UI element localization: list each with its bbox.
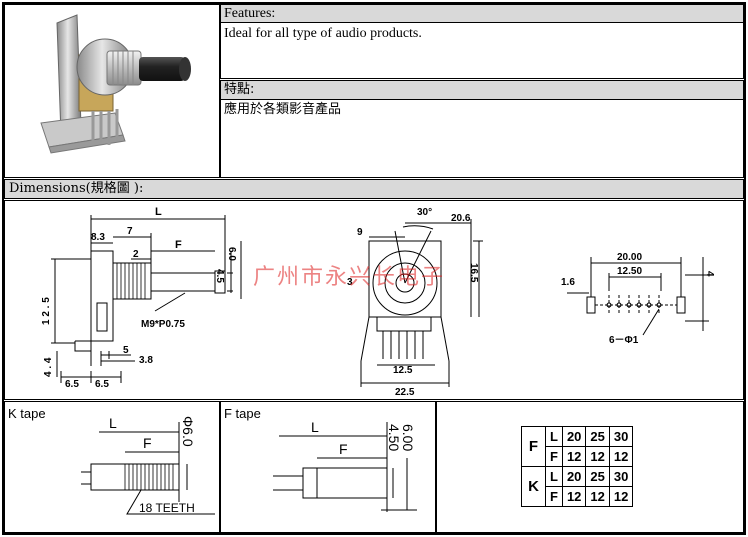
product-photo-cell [4,4,220,178]
front-dim-angle: 30° [417,207,432,218]
spec-cell: 20 [561,426,587,447]
front-view: 30° 20.6 9 3 16.5 12.5 22.5 [347,207,483,398]
pcb-dim-holes: 6－Φ1 [609,335,639,346]
k-tape-dia: Φ6.0 [180,416,196,447]
side-dim-7: 7 [127,226,133,237]
spec-cell: 12 [608,486,634,507]
potentiometer-photo [40,14,191,154]
side-dim-f: F [175,239,182,251]
spec-group-k: K [521,466,546,507]
spec-cell: 25 [585,426,610,447]
f-tape-6-00: 6.00 [400,424,416,451]
side-dim-6-5b: 6.5 [95,379,109,390]
side-dim-8-3: 8.3 [91,232,105,243]
side-dim-3-8: 3.8 [139,355,153,366]
spec-cell: 30 [608,426,634,447]
k-tape-f: F [143,435,152,451]
front-dim-20-6: 20.6 [451,213,471,224]
f-tape-drawing: L F 4.50 6.00 [273,419,417,512]
f-tape-4-50: 4.50 [386,424,402,451]
features-heading: Features: [221,5,743,23]
spec-cell: F [545,446,563,467]
spec-cell: 12 [585,446,610,467]
side-dim-12-5: 1 2 . 5 [41,297,52,325]
spec-table: F L 20 25 30 F 12 12 12 K L 20 25 30 F 1… [521,426,634,507]
side-dim-l: L [155,206,162,218]
f-tape-label: F tape [224,406,261,421]
spec-cell: 12 [561,486,587,507]
f-tape-f: F [339,441,348,457]
spec-cell: F [545,486,563,507]
k-tape-drawing: L F Φ6.0 18 TEETH [81,415,215,515]
pcb-dim-12-50: 12.50 [617,266,642,277]
front-dim-3: 3 [347,277,353,288]
features-text: Ideal for all type of audio products. [224,26,422,41]
k-tape-l: L [109,415,117,431]
dimensions-heading: Dimensions(規格圖 ): [4,179,744,199]
k-tape-label: K tape [8,406,46,421]
watermark: 广州市永兴长电子 [253,265,446,290]
side-dim-thread: M9*P0.75 [141,319,185,330]
spec-cell: L [545,426,563,447]
spec-table-cell: F L 20 25 30 F 12 12 12 K L 20 25 30 F 1… [436,401,744,533]
spec-cell: 25 [585,466,610,487]
side-dim-6-5a: 6.5 [65,379,79,390]
spec-cell: 30 [608,466,634,487]
k-tape-teeth: 18 TEETH [139,501,195,515]
side-dim-2: 2 [133,249,139,260]
front-dim-9: 9 [357,227,363,238]
table-row: K L 20 25 30 [521,466,634,507]
side-dim-6-0: 6.0 [226,247,237,261]
spec-cell: 12 [585,486,610,507]
side-dim-4-5: 4.5 [214,269,225,283]
pcb-dim-4: 4 [704,271,715,277]
k-tape-cell: K tape L F Φ6.0 18 TEETH [4,401,220,533]
f-tape-l: L [311,419,319,435]
spec-cell: 12 [608,446,634,467]
features-cell: Features: Ideal for all type of audio pr… [220,4,744,79]
spec-cell: 12 [561,446,587,467]
table-row: F 12 12 12 [522,486,634,507]
table-row: F L 20 25 30 [521,426,634,467]
side-dim-5: 5 [123,345,129,356]
side-dim-4-4: 4 . 4 [43,357,54,377]
front-dim-22-5: 22.5 [395,387,415,398]
front-dim-12-5: 12.5 [393,365,413,376]
spec-cell: 20 [561,466,587,487]
features-cn-text: 應用於各類影音產品 [224,102,342,117]
pcb-dim-20-00: 20.00 [617,252,642,263]
front-dim-16-5: 16.5 [468,263,479,283]
side-view: L 8.3 7 2 F 4.5 6.0 1 2 . 5 [41,206,242,390]
pcb-view: 20.00 12.50 1.6 4 6－Φ1 [561,252,715,346]
spec-cell: L [545,466,563,487]
spec-group-f: F [521,426,546,467]
features-cn-cell: 特點: 應用於各類影音產品 [220,80,744,178]
pcb-dim-1-6: 1.6 [561,277,575,288]
f-tape-cell: F tape L F 4.50 6.00 [220,401,436,533]
features-cn-heading: 特點: [221,81,743,100]
dimensions-drawing-cell: L 8.3 7 2 F 4.5 6.0 1 2 . 5 [4,200,744,400]
dimensions-drawing: L 8.3 7 2 F 4.5 6.0 1 2 . 5 [41,206,715,398]
